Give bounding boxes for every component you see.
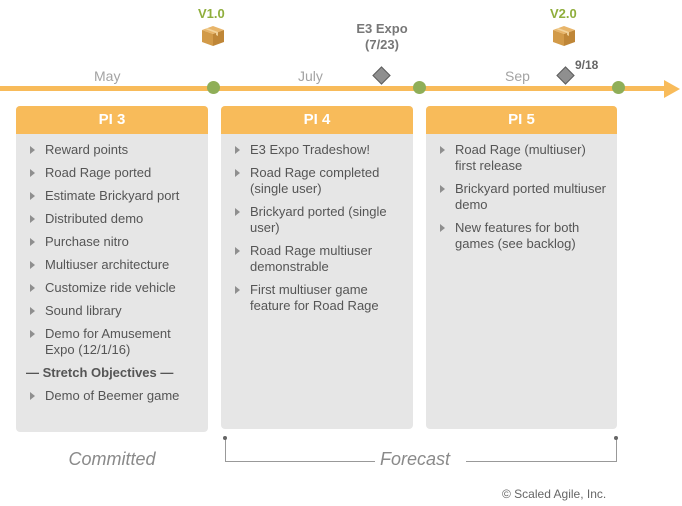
objective-list: Road Rage (multiuser) first release Bric… xyxy=(426,134,617,252)
objective-text: Brickyard ported (single user) xyxy=(250,204,387,235)
objective-text: Multiuser architecture xyxy=(45,257,170,272)
list-item: Reward points xyxy=(16,142,208,158)
milestone-label-918: 9/18 xyxy=(575,58,599,72)
list-item: Demo of Beemer game xyxy=(16,388,208,404)
forecast-bracket-right xyxy=(616,438,617,461)
bullet-icon xyxy=(30,215,35,223)
pi-column-4: PI 4 E3 Expo Tradeshow! Road Rage comple… xyxy=(221,106,413,429)
bullet-icon xyxy=(235,286,240,294)
bullet-icon xyxy=(30,146,35,154)
list-item: Sound library xyxy=(16,303,208,319)
list-item: Estimate Brickyard port xyxy=(16,188,208,204)
objective-text: Distributed demo xyxy=(45,211,144,226)
forecast-bracket-line xyxy=(225,461,375,462)
list-item: Road Rage multiuser demonstrable xyxy=(221,243,413,275)
bullet-icon xyxy=(30,284,35,292)
list-item: First multiuser game feature for Road Ra… xyxy=(221,282,413,314)
bracket-end-dot xyxy=(223,436,227,440)
bullet-icon xyxy=(30,261,35,269)
objective-text: Demo for Amusement Expo (12/1/16) xyxy=(45,326,171,357)
release-label-v2: V2.0 xyxy=(550,6,577,21)
pi-boundary-dot xyxy=(612,81,625,94)
package-box-icon xyxy=(553,26,575,46)
pi-column-3: PI 3 Reward points Road Rage ported Esti… xyxy=(16,106,208,432)
objective-text: Road Rage multiuser demonstrable xyxy=(250,243,373,274)
month-label-may: May xyxy=(94,68,121,84)
objective-text: First multiuser game feature for Road Ra… xyxy=(250,282,379,313)
bullet-icon xyxy=(440,185,445,193)
objective-text: Sound library xyxy=(45,303,122,318)
list-item: Distributed demo xyxy=(16,211,208,227)
pi-title: PI 5 xyxy=(426,106,617,134)
month-label-sep: Sep xyxy=(505,68,530,84)
bullet-icon xyxy=(30,392,35,400)
list-item: E3 Expo Tradeshow! xyxy=(221,142,413,158)
objective-text: Customize ride vehicle xyxy=(45,280,176,295)
bullet-icon xyxy=(235,169,240,177)
objective-list: Reward points Road Rage ported Estimate … xyxy=(16,134,208,358)
pi-title: PI 3 xyxy=(16,106,208,134)
bullet-icon xyxy=(235,208,240,216)
objective-text: Purchase nitro xyxy=(45,234,129,249)
milestone-label-line: (7/23) xyxy=(365,37,399,52)
objective-text: Road Rage ported xyxy=(45,165,152,180)
list-item: New features for both games (see backlog… xyxy=(426,220,617,252)
bullet-icon xyxy=(440,224,445,232)
list-item: Multiuser architecture xyxy=(16,257,208,273)
bracket-end-dot xyxy=(614,436,618,440)
timeline-arrow-icon xyxy=(664,80,680,98)
pi-column-5: PI 5 Road Rage (multiuser) first release… xyxy=(426,106,617,429)
bullet-icon xyxy=(235,247,240,255)
objective-text: Road Rage (multiuser) first release xyxy=(455,142,586,173)
release-label-v1: V1.0 xyxy=(198,6,225,21)
objective-text: E3 Expo Tradeshow! xyxy=(250,142,370,157)
forecast-label: Forecast xyxy=(380,449,451,469)
bullet-icon xyxy=(30,192,35,200)
objective-text: Road Rage completed (single user) xyxy=(250,165,380,196)
list-item: Road Rage ported xyxy=(16,165,208,181)
forecast-bracket-left xyxy=(225,438,226,461)
package-box-icon xyxy=(202,26,224,46)
list-item: Demo for Amusement Expo (12/1/16) xyxy=(16,326,208,358)
bullet-icon xyxy=(440,146,445,154)
bullet-icon xyxy=(30,307,35,315)
bullet-icon xyxy=(235,146,240,154)
stretch-objective-list: Demo of Beemer game xyxy=(16,388,208,404)
list-item: Brickyard ported multiuser demo xyxy=(426,181,617,213)
objective-text: Estimate Brickyard port xyxy=(45,188,180,203)
bullet-icon xyxy=(30,238,35,246)
timeline-axis xyxy=(0,86,668,91)
forecast-bracket-line xyxy=(466,461,617,462)
month-label-july: July xyxy=(298,68,323,84)
bullet-icon xyxy=(30,330,35,338)
milestone-label-line: E3 Expo xyxy=(356,21,408,36)
pi-boundary-dot xyxy=(207,81,220,94)
list-item: Road Rage completed (single user) xyxy=(221,165,413,197)
objective-text: Demo of Beemer game xyxy=(45,388,180,403)
diamond-milestone-icon xyxy=(372,66,391,85)
committed-label: Committed xyxy=(68,449,156,469)
objective-text: Reward points xyxy=(45,142,129,157)
stretch-objectives-heading: — Stretch Objectives — xyxy=(26,365,174,380)
list-item: Purchase nitro xyxy=(16,234,208,250)
pi-boundary-dot xyxy=(413,81,426,94)
objective-text: Brickyard ported multiuser demo xyxy=(455,181,606,212)
list-item: Brickyard ported (single user) xyxy=(221,204,413,236)
diamond-milestone-icon xyxy=(556,66,575,85)
milestone-label-e3-expo: E3 Expo (7/23) xyxy=(344,21,420,53)
pi-title: PI 4 xyxy=(221,106,413,134)
list-item: Customize ride vehicle xyxy=(16,280,208,296)
objective-list: E3 Expo Tradeshow! Road Rage completed (… xyxy=(221,134,413,314)
list-item: Road Rage (multiuser) first release xyxy=(426,142,617,174)
bullet-icon xyxy=(30,169,35,177)
copyright-text: © Scaled Agile, Inc. xyxy=(502,487,607,501)
objective-text: New features for both games (see backlog… xyxy=(455,220,580,251)
